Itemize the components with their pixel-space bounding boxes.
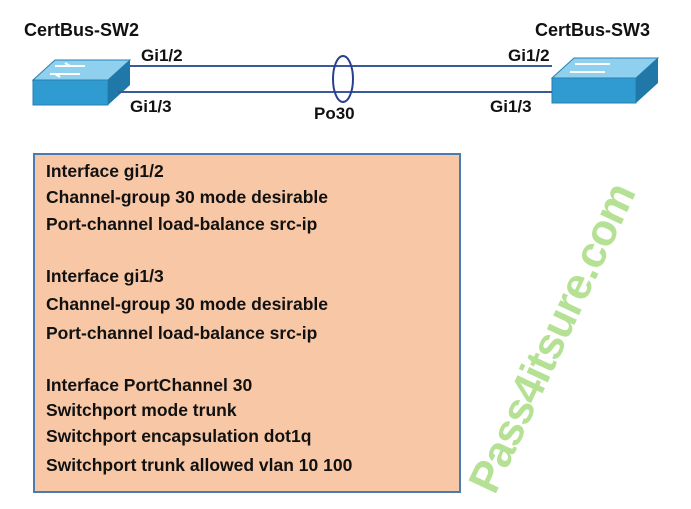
config-line: Switchport mode trunk xyxy=(46,400,237,420)
port-label: Gi1/2 xyxy=(141,46,183,65)
config-line: Port-channel load-balance src-ip xyxy=(46,214,318,234)
config-line: Switchport encapsulation dot1q xyxy=(46,426,312,446)
config-line: Interface gi1/3 xyxy=(46,266,164,286)
port-label: Gi1/3 xyxy=(490,97,532,116)
port-label: Gi1/3 xyxy=(130,97,172,116)
port-channel-ellipse xyxy=(332,55,354,103)
config-line: Switchport trunk allowed vlan 10 100 xyxy=(46,455,353,475)
watermark: Pass4itsure.com xyxy=(459,176,646,501)
port-label: Gi1/2 xyxy=(508,46,550,65)
config-box xyxy=(33,153,461,493)
config-line: Interface PortChannel 30 xyxy=(46,375,253,395)
device-label-sw3: CertBus-SW3 xyxy=(535,20,651,40)
config-line: Channel-group 30 mode desirable xyxy=(46,187,328,207)
switch-icon-sw3 xyxy=(550,57,660,104)
config-line: Channel-group 30 mode desirable xyxy=(46,294,328,314)
topology-graphics xyxy=(31,55,660,106)
switch-icon-sw2 xyxy=(31,59,132,106)
config-line: Port-channel load-balance src-ip xyxy=(46,323,318,343)
device-label-sw2: CertBus-SW2 xyxy=(24,20,140,40)
config-line: Interface gi1/2 xyxy=(46,161,164,181)
bundle-label: Po30 xyxy=(314,104,355,123)
